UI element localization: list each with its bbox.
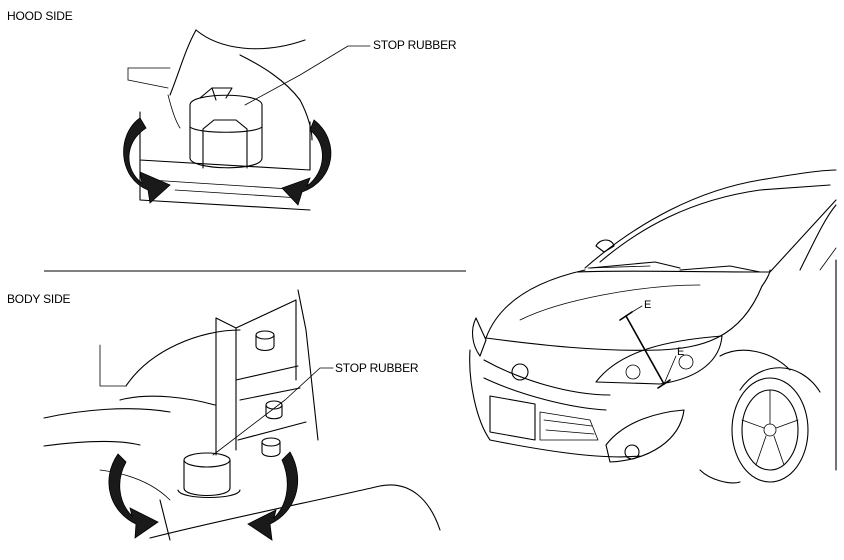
vehicle-illustration — [469, 169, 837, 484]
hood-side-title: HOOD SIDE — [7, 9, 73, 23]
section-marker-e-top: E — [644, 299, 652, 311]
hood-side-illustration — [123, 29, 371, 211]
body-side-illustration — [43, 289, 441, 541]
section-marker-e-bottom: E — [677, 346, 685, 358]
body-stop-rubber-label: STOP RUBBER — [335, 361, 419, 375]
body-side-title: BODY SIDE — [7, 292, 71, 306]
hood-stop-rubber-label: STOP RUBBER — [373, 38, 457, 52]
